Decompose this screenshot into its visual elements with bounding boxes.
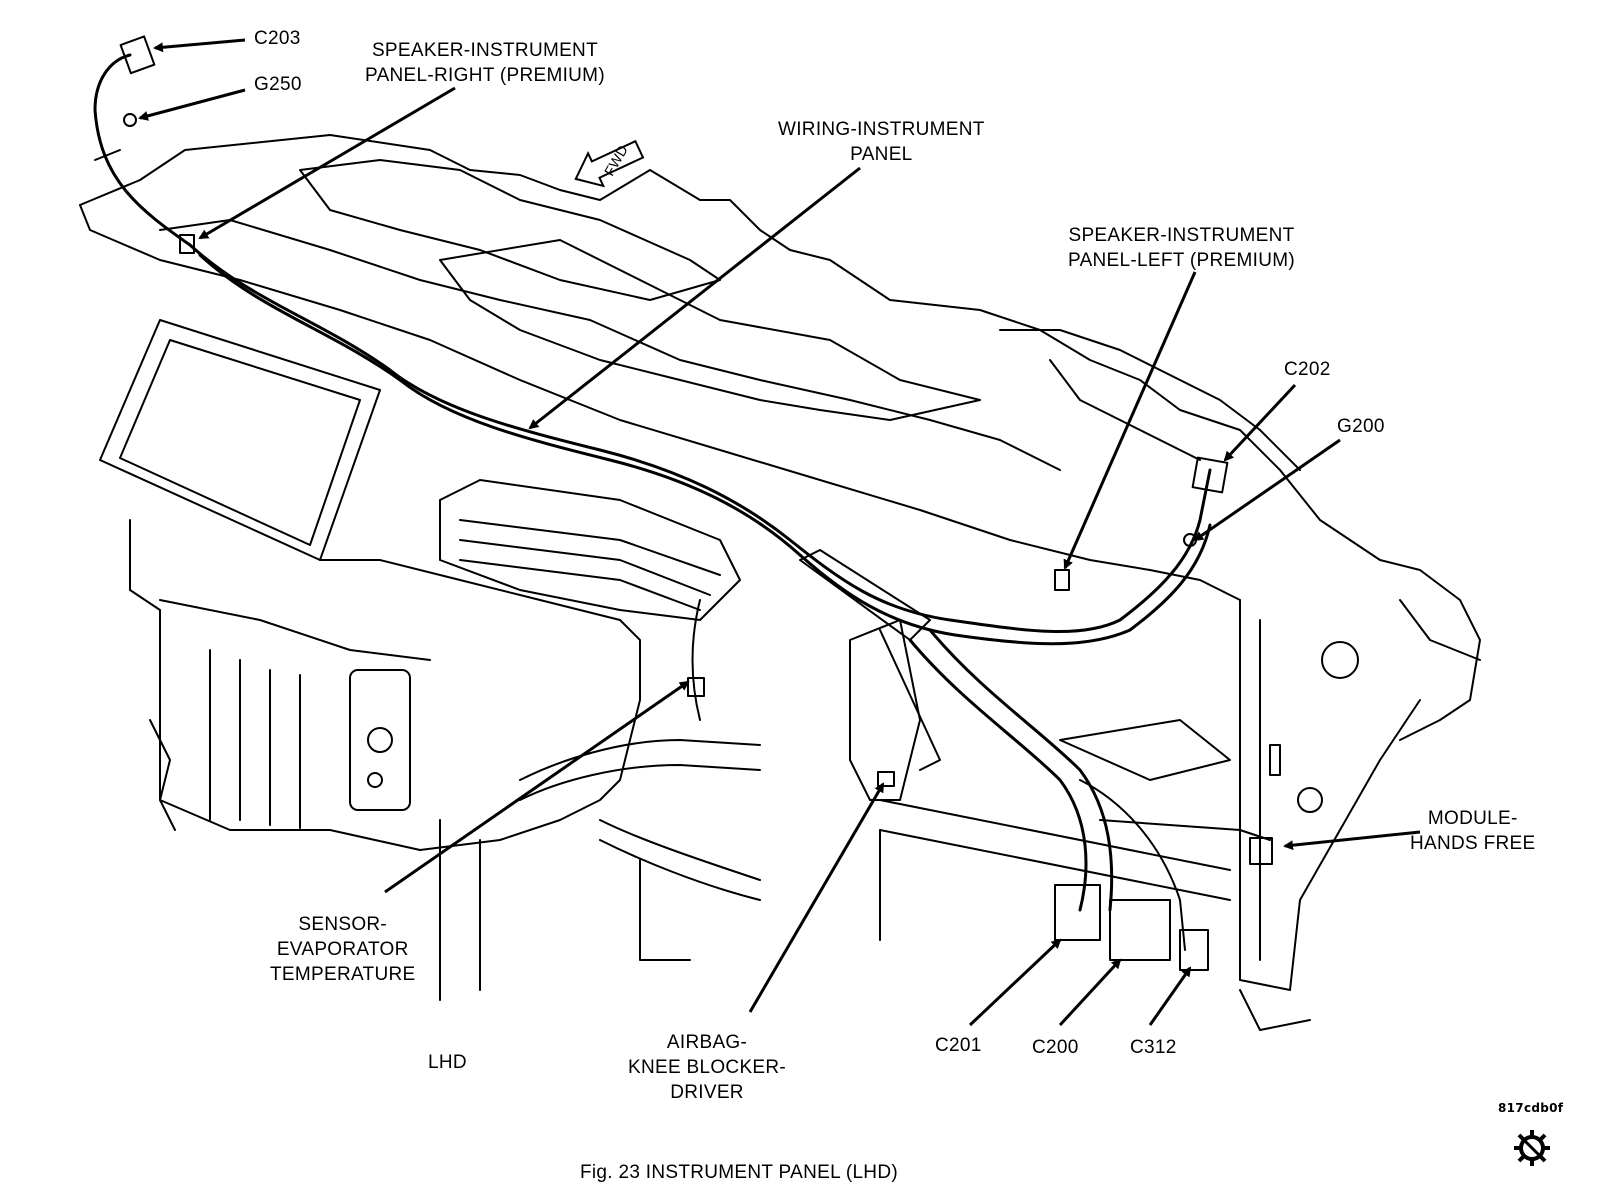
leader-c203 (153, 38, 246, 53)
harness-to-c203 (93, 53, 192, 247)
gear-icon (1514, 1130, 1550, 1166)
connector-c201 (1054, 884, 1101, 941)
label-speaker-left: SPEAKER-INSTRUMENT PANEL-LEFT (PREMIUM) (1068, 225, 1295, 271)
label-wiring-ip: WIRING-INSTRUMENT PANEL (778, 119, 985, 165)
harness-sleeve (799, 549, 931, 641)
leader-c200 (1058, 958, 1122, 1027)
leader-c202 (1223, 383, 1297, 462)
ground-g250 (123, 113, 137, 127)
connector-speaker-right (179, 234, 195, 254)
figure-caption: Fig. 23 INSTRUMENT PANEL (LHD) (580, 1162, 898, 1183)
label-c203: C203 (254, 28, 301, 49)
leader-g250 (138, 88, 246, 121)
connector-evap-sensor (687, 677, 705, 697)
evap-sensor-housing (349, 669, 411, 811)
hvac-left-vent (99, 319, 381, 561)
label-c201: C201 (935, 1035, 982, 1056)
leader-c312 (1148, 966, 1192, 1026)
dash-front-edge (79, 204, 1241, 601)
label-speaker-right: SPEAKER-INSTRUMENT PANEL-RIGHT (PREMIUM) (365, 40, 605, 86)
connector-c200 (1109, 899, 1171, 961)
center-air-vent (439, 479, 741, 621)
leader-wiring-ip (528, 166, 861, 430)
leader-c201 (968, 938, 1062, 1027)
leader-g200 (1193, 438, 1341, 542)
reference-code: 817cdb0f (1498, 1101, 1564, 1115)
label-c202: C202 (1284, 359, 1331, 380)
hvac-housing (129, 519, 641, 851)
wiring-harness-main (188, 243, 1212, 634)
label-lhd: LHD (428, 1052, 467, 1073)
label-c200: C200 (1032, 1037, 1079, 1058)
dash-center-panel (439, 239, 981, 421)
connector-speaker-left (1054, 569, 1070, 591)
connector-knee-blocker (877, 771, 895, 787)
label-module-hands-free: MODULE- HANDS FREE (1410, 808, 1536, 854)
leader-airbag-kb (748, 782, 885, 1013)
connector-hands-free (1249, 837, 1273, 865)
label-sensor-evap: SENSOR- EVAPORATOR TEMPERATURE (270, 914, 416, 985)
label-c312: C312 (1130, 1037, 1177, 1058)
connector-c202 (1191, 456, 1229, 494)
right-bracket (1239, 599, 1421, 991)
leader-speaker-left (1063, 271, 1197, 570)
fwd-arrow-icon (574, 139, 645, 188)
connector-c312 (1179, 929, 1209, 971)
steering-column-frame (1059, 719, 1231, 781)
leader-sensor-evap (384, 680, 690, 894)
label-g200: G200 (1337, 416, 1385, 437)
dash-mid-ridge (159, 219, 1061, 471)
label-g250: G250 (254, 74, 302, 95)
connector-c203 (119, 35, 156, 75)
leader-module-hf (1283, 830, 1421, 851)
leader-speaker-right (198, 86, 456, 240)
defrost-duct (299, 159, 721, 301)
label-airbag-knee-blocker: AIRBAG- KNEE BLOCKER- DRIVER (628, 1032, 787, 1103)
dash-top-outline (79, 134, 1481, 741)
